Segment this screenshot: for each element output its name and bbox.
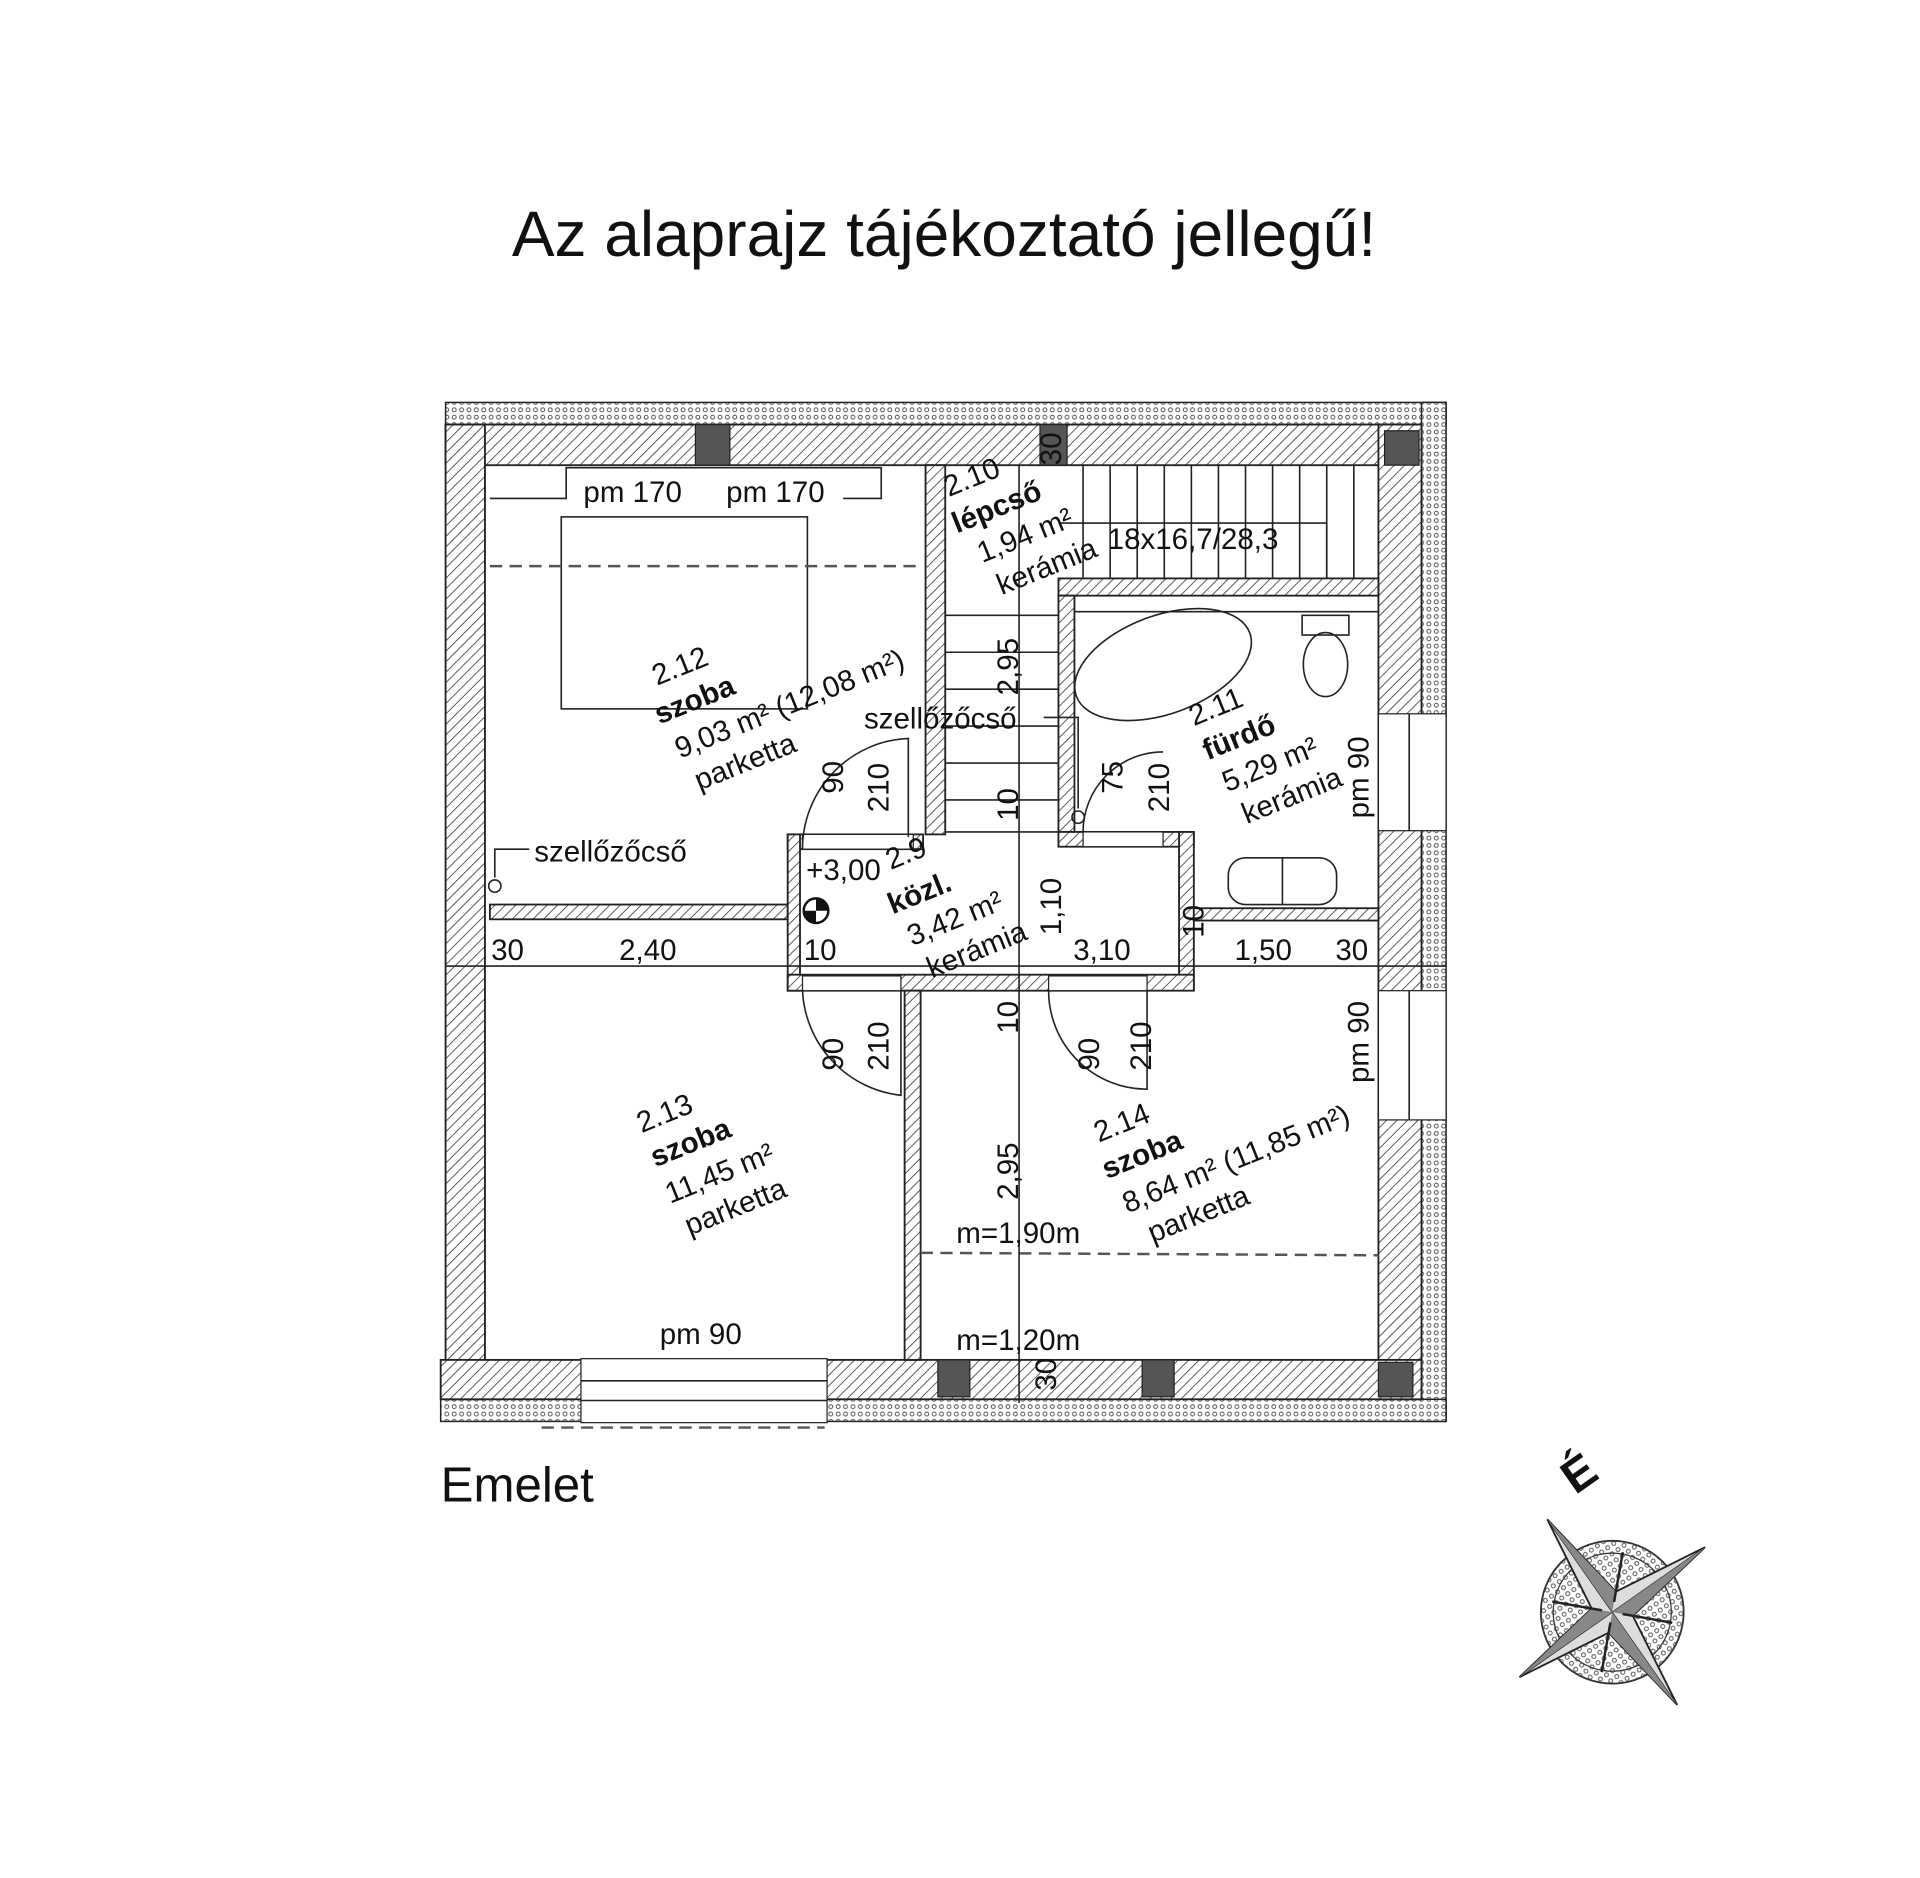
staircase — [945, 465, 1355, 833]
dimension: 30 — [1035, 432, 1068, 465]
dimension: 75 — [1096, 761, 1129, 794]
dimension-row: 30 2,40 10 3,10 10 1,50 30 — [491, 905, 1368, 967]
compass-icon — [1518, 1518, 1706, 1706]
wall-right — [1377, 423, 1423, 1401]
window-label: pm 90 — [660, 1318, 742, 1351]
vent-label: szellőzőcső — [534, 835, 687, 868]
page-title: Az alaprajz tájékoztató jellegű! — [512, 198, 1376, 270]
bathtub — [1073, 607, 1253, 722]
dimension: 2,95 — [992, 638, 1025, 695]
toilet — [1302, 631, 1349, 698]
vent-label: szellőzőcső — [864, 703, 1017, 736]
bed — [560, 516, 809, 710]
north-label: É — [1551, 1443, 1606, 1503]
window-label: pm 90 — [1343, 1001, 1376, 1083]
window-label: pm 170 — [726, 476, 824, 509]
dimension: 210 — [1125, 1021, 1158, 1070]
svg-text:3,10: 3,10 — [1073, 934, 1130, 967]
stair-spec: 18x16,7/28,3 — [1108, 523, 1279, 556]
wall-top — [444, 423, 1423, 467]
room-2-11: 2.11 fürdő 5,29 m² kerámia — [1184, 681, 1347, 830]
dimension: 10 — [992, 1001, 1025, 1034]
dimension: 210 — [863, 1021, 896, 1070]
dimension: 210 — [1143, 763, 1176, 812]
wall-left — [444, 423, 486, 1401]
floor-label: Emelet — [441, 1457, 595, 1512]
svg-text:1,50: 1,50 — [1234, 934, 1291, 967]
svg-text:30: 30 — [1335, 934, 1368, 967]
svg-text:2,40: 2,40 — [619, 934, 676, 967]
svg-text:30: 30 — [491, 934, 524, 967]
dimension: 1,10 — [1035, 878, 1068, 935]
level-label: +3,00 — [806, 854, 881, 887]
room-2-10: 2.10 lépcső 1,94 m² kerámia — [939, 451, 1102, 601]
svg-text:10: 10 — [1178, 905, 1211, 938]
dimension: 10 — [992, 788, 1025, 821]
dimension: 90 — [817, 1038, 850, 1071]
room-2-13: 2.13 szoba 11,45 m² parketta — [632, 1087, 792, 1242]
height-label: m=1,90m — [956, 1217, 1080, 1250]
dimension: 30 — [1030, 1358, 1063, 1391]
floor-plan — [439, 401, 1447, 1429]
svg-text:10: 10 — [804, 934, 837, 967]
level-marker-icon — [802, 897, 830, 925]
window-label: pm 90 — [1343, 736, 1376, 818]
window-label: pm 170 — [583, 476, 681, 509]
dimension: 90 — [817, 761, 850, 794]
height-label: m=1,20m — [956, 1324, 1080, 1357]
dimension: 90 — [1073, 1038, 1106, 1071]
dimension: 210 — [863, 763, 896, 812]
dimension: 2,95 — [992, 1142, 1025, 1199]
